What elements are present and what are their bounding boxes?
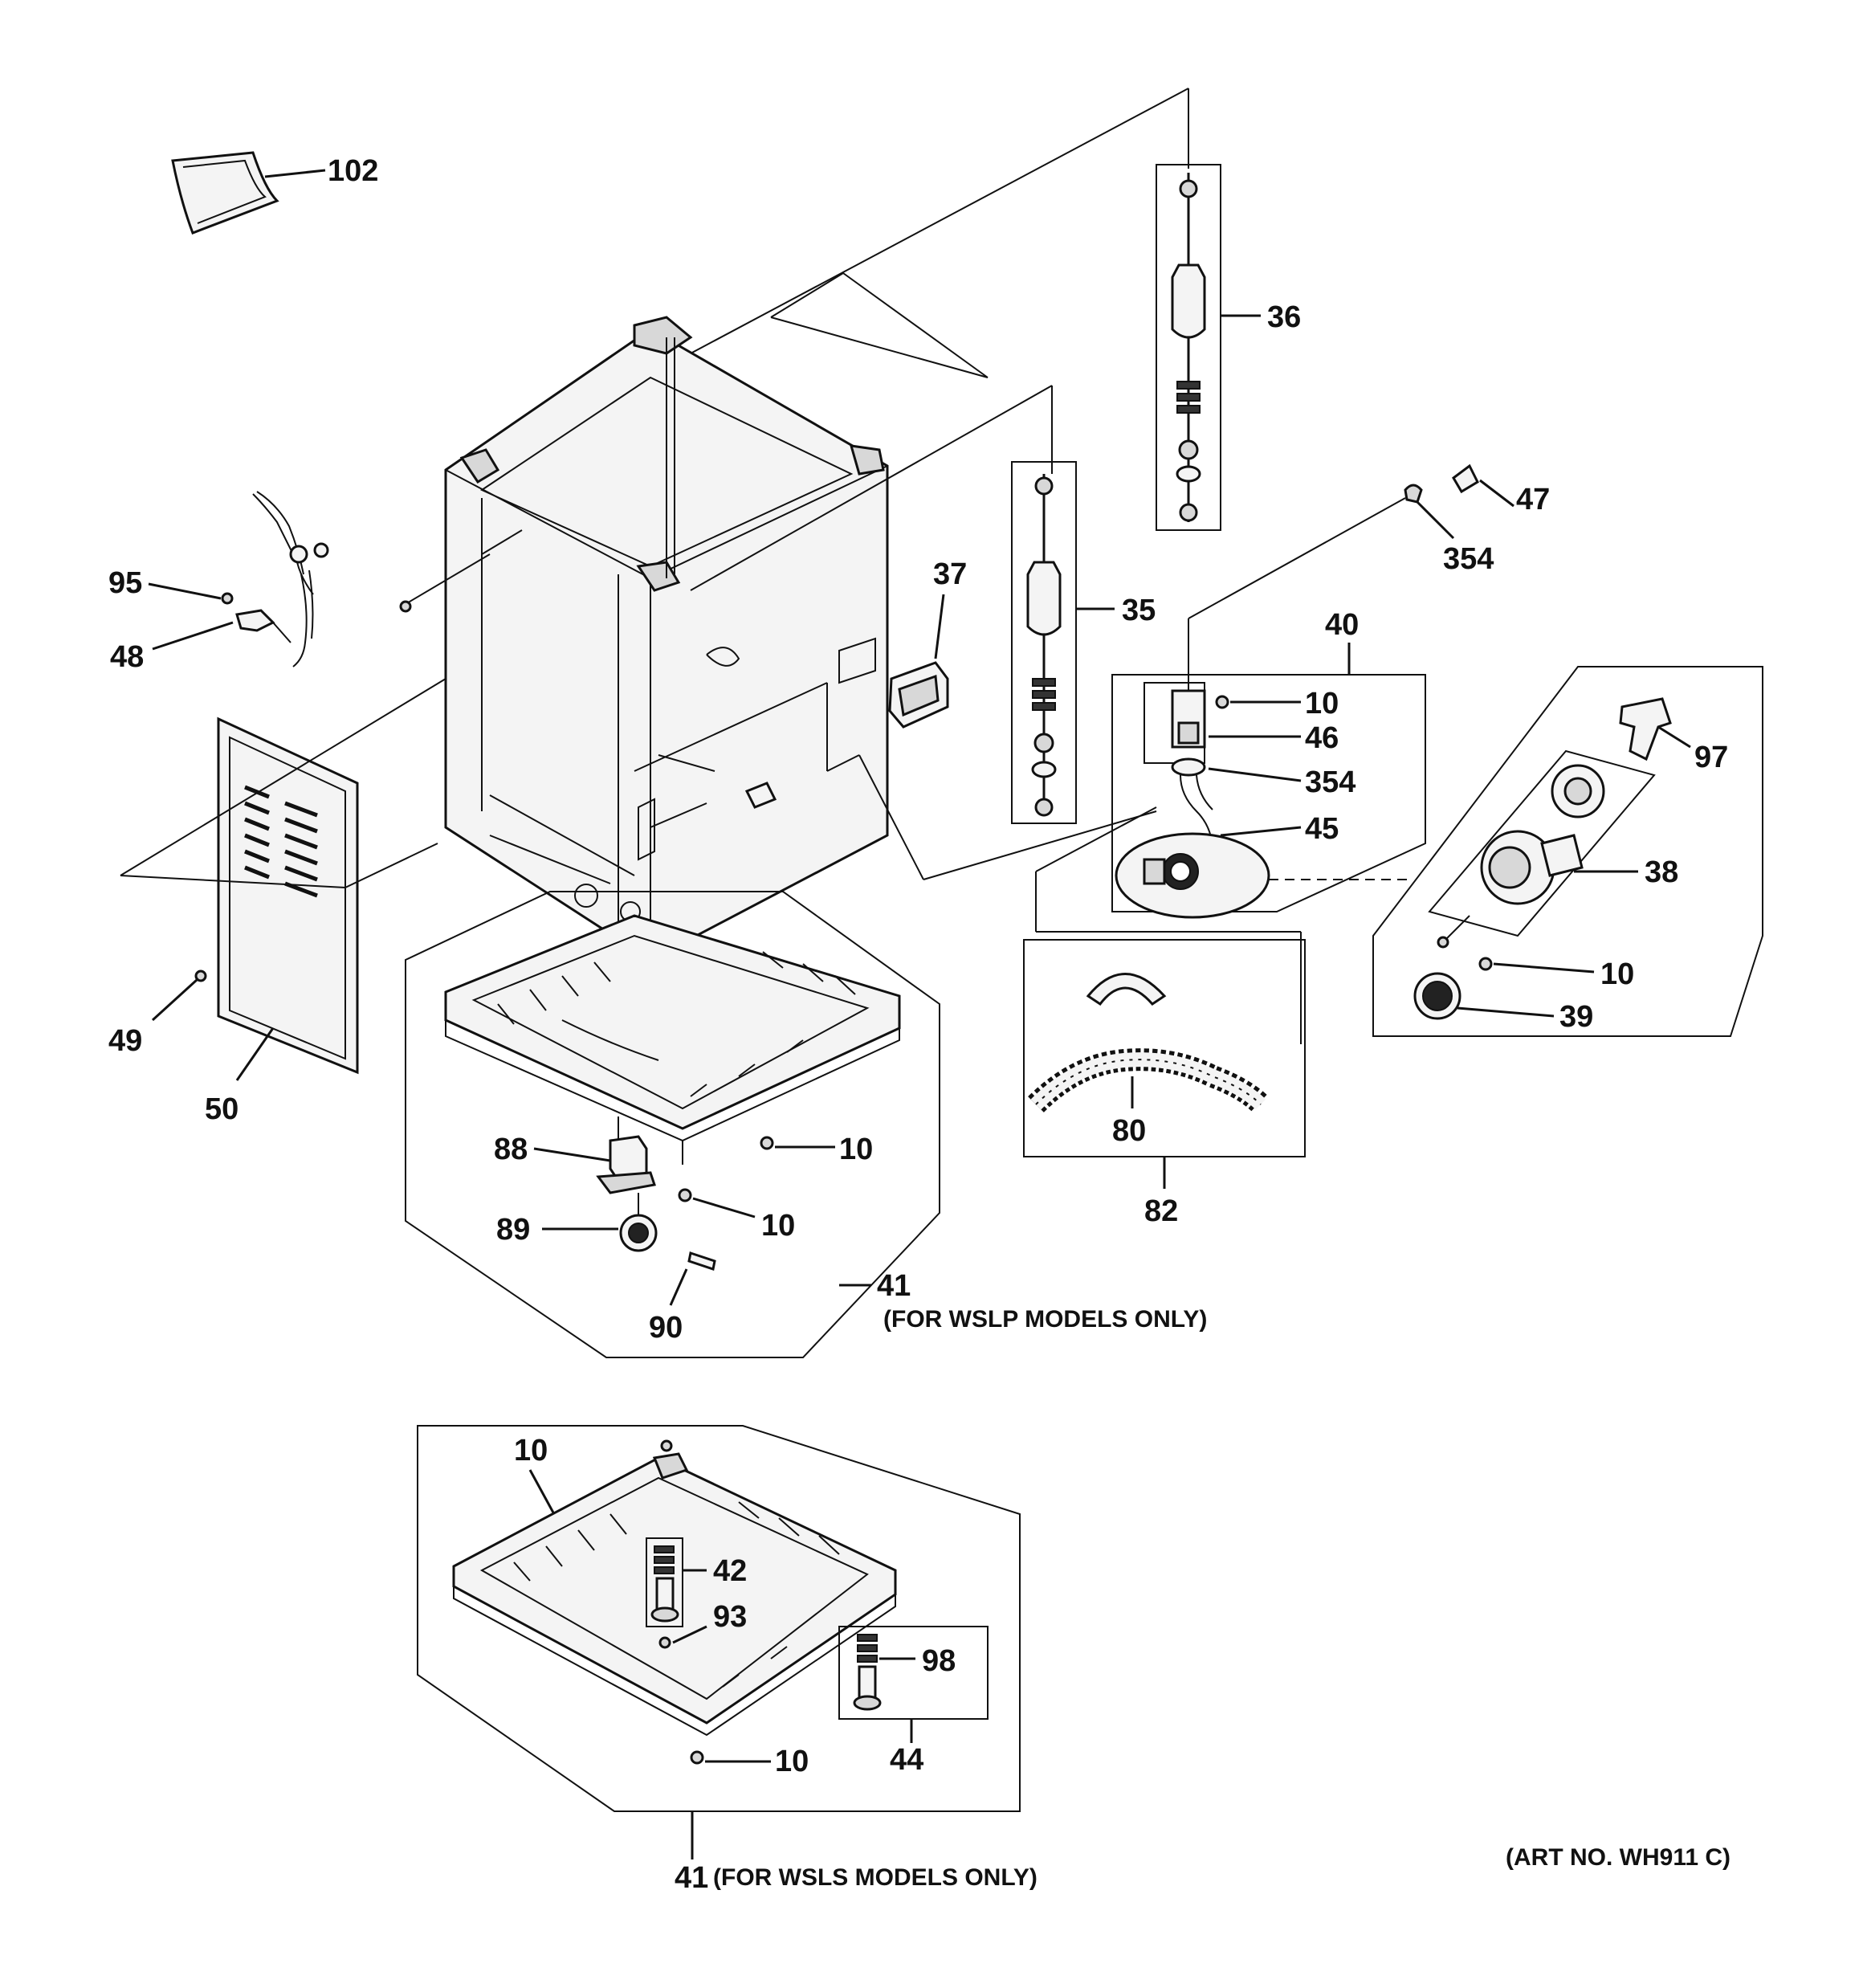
- callout-47: 47: [1516, 483, 1550, 516]
- callout-95: 95: [108, 566, 142, 600]
- callout-98: 98: [922, 1644, 956, 1678]
- callout-41-wslp: 41: [877, 1269, 911, 1303]
- callout-41-wsls: 41: [675, 1861, 708, 1895]
- part-41-base-wslp: [405, 891, 940, 1358]
- callout-48: 48: [110, 640, 144, 674]
- cabinet: [399, 88, 1189, 961]
- callout-45: 45: [1305, 812, 1339, 846]
- callout-10-pump: 10: [1600, 957, 1634, 991]
- callout-36: 36: [1267, 300, 1301, 334]
- callout-93: 93: [713, 1600, 747, 1634]
- part-35-suspension-rod: [1011, 461, 1115, 824]
- callout-labels: 102 95 48 49 50 36 35 37 47 354 40 10 46…: [108, 154, 1731, 1895]
- callout-82: 82: [1144, 1194, 1178, 1228]
- part-102-manual: [171, 151, 326, 235]
- callout-90: 90: [649, 1311, 683, 1345]
- callout-97: 97: [1694, 741, 1728, 774]
- callout-37: 37: [933, 557, 967, 591]
- callout-38: 38: [1645, 855, 1678, 889]
- callout-10-base-a: 10: [839, 1133, 873, 1166]
- art-number: (ART NO. WH911 C): [1506, 1844, 1731, 1871]
- callout-40: 40: [1325, 608, 1359, 642]
- callout-354-sensor: 354: [1305, 765, 1355, 799]
- part-38-pump-group: [1372, 666, 1763, 1037]
- callout-50: 50: [205, 1092, 238, 1126]
- callout-10-wsls-bottom: 10: [775, 1745, 809, 1778]
- callout-35: 35: [1122, 594, 1156, 627]
- callout-10-wsls-top: 10: [514, 1434, 548, 1468]
- callout-80: 80: [1112, 1114, 1146, 1148]
- note-wsls-models: (FOR WSLS MODELS ONLY): [713, 1864, 1037, 1891]
- note-wslp-models: (FOR WSLP MODELS ONLY): [883, 1306, 1207, 1333]
- callout-102: 102: [328, 154, 378, 188]
- callout-10-sensor: 10: [1305, 687, 1339, 720]
- part-40-pressure-sensor-group: [1035, 643, 1426, 1044]
- callout-10-base-b: 10: [761, 1209, 795, 1243]
- callout-42: 42: [713, 1554, 747, 1588]
- callout-88: 88: [494, 1133, 528, 1166]
- callout-46: 46: [1305, 721, 1339, 755]
- part-48-wire-harness: [148, 491, 329, 667]
- part-41-base-wsls: [417, 1425, 1021, 1859]
- callout-44: 44: [890, 1743, 923, 1777]
- callout-354-cap: 354: [1443, 542, 1494, 576]
- part-47-cap: [1188, 463, 1514, 691]
- callout-39: 39: [1559, 1000, 1593, 1034]
- callout-49: 49: [108, 1024, 142, 1058]
- part-36-suspension-rod: [1156, 164, 1261, 531]
- callout-89: 89: [496, 1213, 530, 1247]
- part-82-drain-hose: [1023, 939, 1306, 1189]
- part-37-grip: [888, 594, 949, 729]
- part-50-back-panel: [120, 678, 446, 1081]
